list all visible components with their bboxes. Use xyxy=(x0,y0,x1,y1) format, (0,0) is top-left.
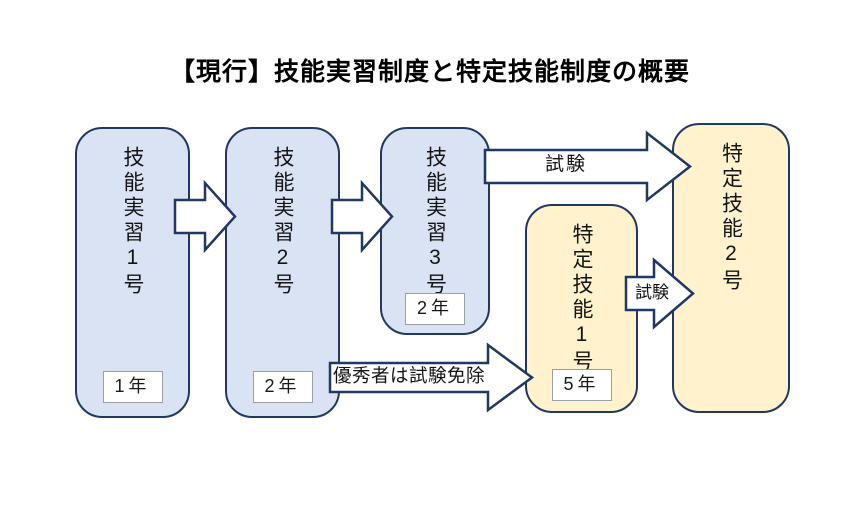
box-ginou-jisshu-3-label: 技能実習3号 xyxy=(423,146,447,298)
box-ginou-jisshu-1: 技能実習1号 1年 xyxy=(75,127,190,418)
box-ginou-jisshu-3: 技能実習3号 2年 xyxy=(380,127,490,335)
arrow-exam-tokutei1-to-tokutei2 xyxy=(624,257,695,330)
box-ginou-jisshu-2-year-badge: 2年 xyxy=(252,371,313,403)
arrow-exam-to-tokutei2 xyxy=(483,130,693,203)
box-ginou-jisshu-2-label: 技能実習2号 xyxy=(271,146,294,298)
box-ginou-jisshu-1-year-badge: 1年 xyxy=(102,371,163,403)
box-tokutei-ginou-1-label: 特定技能1号 xyxy=(570,223,593,375)
box-tokutei-ginou-2-label: 特定技能2号 xyxy=(719,142,743,294)
exam-small-arrow-label: 試験 xyxy=(635,283,669,302)
diagram-title: 【現行】技能実習制度と特定技能制度の概要 xyxy=(169,58,690,86)
box-ginou-jisshu-2: 技能実習2号 2年 xyxy=(225,127,340,418)
box-tokutei-ginou-1: 特定技能1号 5年 xyxy=(525,204,638,413)
box-tokutei-ginou-2: 特定技能2号 xyxy=(672,123,790,413)
arrow-ginou1-to-ginou2 xyxy=(173,179,237,254)
exemption-arrow-label: 優秀者は試験免除 xyxy=(332,365,485,386)
exam-top-arrow-label: 試験 xyxy=(544,154,587,175)
box-ginou-jisshu-3-year-badge: 2年 xyxy=(404,293,466,325)
box-tokutei-ginou-1-year-badge: 5年 xyxy=(551,369,612,401)
arrow-exemption-to-tokutei1 xyxy=(328,342,535,413)
arrow-ginou2-to-ginou3 xyxy=(330,179,394,254)
box-ginou-jisshu-1-label: 技能実習1号 xyxy=(121,146,144,298)
